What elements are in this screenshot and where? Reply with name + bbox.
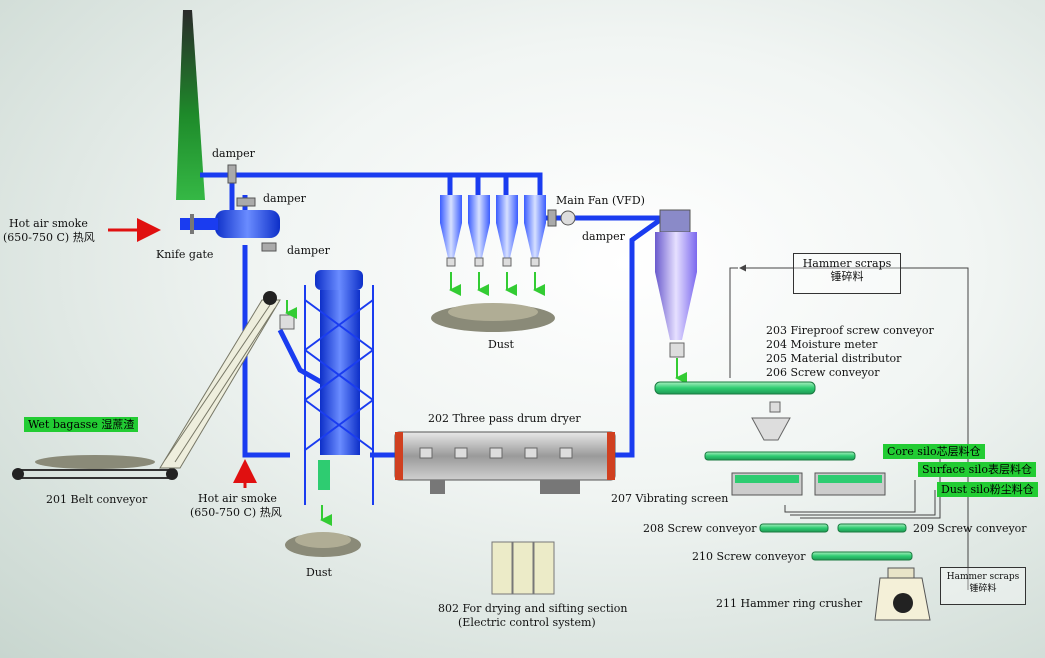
dust-top-label: Dust bbox=[488, 338, 514, 351]
equip-203-label: 203 Fireproof screw conveyor bbox=[766, 324, 934, 337]
belt-conveyor-structure bbox=[12, 291, 281, 480]
dust-silo-label: Dust silo粉尘料仓 bbox=[937, 482, 1038, 497]
ductwork bbox=[200, 172, 662, 458]
drum-dryer-label: 202 Three pass drum dryer bbox=[428, 412, 581, 425]
damper-valve-1 bbox=[227, 164, 237, 184]
screw-208-label: 208 Screw conveyor bbox=[643, 522, 757, 535]
hammer-scraps-top-box: Hammer scraps 锤碎料 bbox=[793, 253, 901, 294]
damper-valve-3 bbox=[261, 242, 277, 252]
dust-bottom-label: Dust bbox=[306, 566, 332, 579]
damper-label-2: damper bbox=[263, 192, 306, 205]
wet-bagasse-label: Wet bagasse 湿蔗渣 bbox=[24, 417, 139, 432]
three-pass-drum-dryer bbox=[394, 431, 616, 494]
core-silo-label: Core silo芯层料仓 bbox=[883, 444, 985, 459]
hot-air-inlet-label-2: (650-750 C) 热风 bbox=[3, 231, 95, 244]
screw-conveyors bbox=[654, 381, 913, 561]
damper-valve-2 bbox=[236, 197, 256, 207]
screw-210-label: 210 Screw conveyor bbox=[692, 550, 806, 563]
damper-valve-4 bbox=[547, 209, 557, 227]
hammer-scraps-bottom-text-2: 锤碎料 bbox=[969, 584, 997, 594]
screw-209-label: 209 Screw conveyor bbox=[913, 522, 1027, 535]
surface-silo-label: Surface silo表层料仓 bbox=[918, 462, 1036, 477]
chimney bbox=[176, 10, 205, 200]
hot-air-bottom-label-2: (650-750 C) 热风 bbox=[190, 506, 282, 519]
damper-label-3: damper bbox=[287, 244, 330, 257]
electric-control-label-2: (Electric control system) bbox=[458, 616, 596, 629]
damper-label-1: damper bbox=[212, 147, 255, 160]
material-distributor bbox=[751, 417, 791, 441]
hammer-ring-crusher bbox=[874, 567, 931, 621]
equip-206-label: 206 Screw conveyor bbox=[766, 366, 880, 379]
equip-205-label: 205 Material distributor bbox=[766, 352, 902, 365]
belt-conveyor-label: 201 Belt conveyor bbox=[46, 493, 148, 506]
main-fan-label: Main Fan (VFD) bbox=[556, 194, 645, 207]
hammer-scraps-bottom-text-1: Hammer scraps bbox=[946, 572, 1020, 582]
electric-control-cabinet bbox=[491, 541, 555, 595]
small-cyclones bbox=[440, 195, 546, 267]
hot-air-inlet-label-1: Hot air smoke bbox=[9, 217, 88, 230]
hot-air-header bbox=[215, 210, 280, 238]
screw-conveyor-209 bbox=[837, 523, 907, 533]
damper-label-4: damper bbox=[582, 230, 625, 243]
electric-control-label-1: 802 For drying and sifting section bbox=[438, 602, 628, 615]
hammer-scraps-top-text-2: 锤碎料 bbox=[830, 270, 864, 283]
hammer-crusher-label: 211 Hammer ring crusher bbox=[716, 597, 863, 610]
hammer-scraps-top-text-1: Hammer scraps bbox=[802, 257, 892, 270]
screw-conveyor-210 bbox=[811, 551, 913, 561]
main-fan bbox=[560, 210, 576, 226]
equip-204-label: 204 Moisture meter bbox=[766, 338, 878, 351]
knife-gate-label: Knife gate bbox=[156, 248, 214, 261]
drying-tower bbox=[279, 270, 374, 505]
screw-conveyor-208 bbox=[759, 523, 829, 533]
screw-conveyor-203 bbox=[654, 381, 816, 395]
hammer-scraps-bottom-box: Hammer scraps 锤碎料 bbox=[940, 567, 1026, 605]
main-cyclone bbox=[655, 209, 697, 358]
hot-air-bottom-label-1: Hot air smoke bbox=[198, 492, 277, 505]
vibrating-screen-label: 207 Vibrating screen bbox=[611, 492, 729, 505]
